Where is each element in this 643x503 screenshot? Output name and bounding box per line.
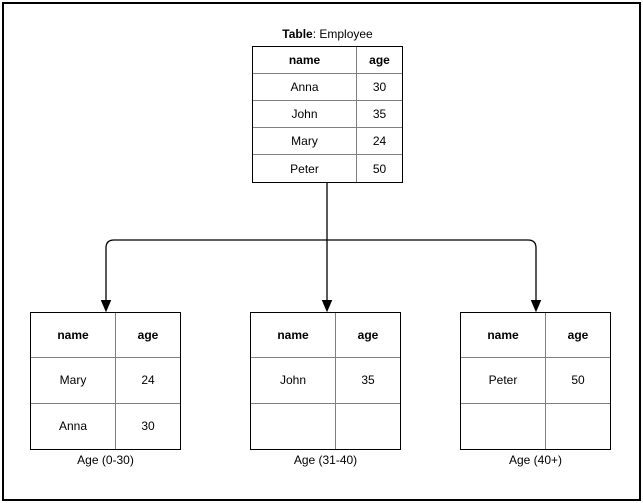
partition-table-age-40plus: name age Peter 50	[460, 312, 611, 450]
source-table-title-label: Table	[282, 27, 313, 41]
column-header-name: name	[31, 313, 116, 359]
table-cell: Mary	[31, 358, 116, 404]
column-header-name: name	[461, 313, 546, 359]
column-header-name: name	[251, 313, 336, 359]
table-cell	[461, 403, 546, 449]
table-cell	[546, 404, 610, 449]
partition-caption-age-31-40: Age (31-40)	[293, 453, 358, 467]
table-cell: 50	[546, 358, 610, 404]
table-cell: Peter	[461, 358, 546, 404]
table-cell	[336, 404, 400, 449]
arrow-line-left	[105, 239, 327, 301]
table-cell: 35	[336, 358, 400, 404]
table-cell: John	[253, 101, 357, 128]
arrowhead-left	[100, 300, 112, 313]
table-cell: 35	[357, 101, 402, 128]
table-cell: 24	[357, 128, 402, 155]
column-header-age: age	[336, 313, 400, 359]
table-cell: 24	[116, 358, 180, 404]
column-header-age: age	[546, 313, 610, 359]
table-cell: Anna	[253, 74, 357, 101]
arrowhead-middle	[321, 300, 333, 313]
table-cell: Mary	[253, 128, 357, 155]
table-cell: Anna	[31, 403, 116, 449]
table-cell: 30	[141, 419, 155, 434]
arrow-line-right	[327, 239, 537, 301]
partition-table-age-0-30: name age Mary 24 Anna 30	[30, 312, 181, 450]
table-cell: Peter	[253, 155, 357, 182]
column-header-age: age	[357, 47, 402, 74]
column-header-age: age	[116, 313, 180, 359]
source-table-title: Table: Employee	[252, 26, 403, 42]
source-table-title-value: : Employee	[312, 27, 373, 41]
arrowhead-right	[530, 300, 542, 313]
employee-table: name age Anna 30 John 35 Mary 24 Peter 5…	[252, 46, 403, 183]
column-header-name: name	[253, 47, 357, 74]
partition-caption-age-0-30: Age (0-30)	[77, 453, 134, 467]
partition-table-age-31-40: name age John 35	[250, 312, 401, 450]
table-cell: 50	[372, 161, 387, 176]
table-cell: John	[251, 358, 336, 404]
table-cell: 30	[357, 74, 402, 101]
table-cell	[251, 403, 336, 449]
partition-caption-age-40plus: Age (40+)	[508, 453, 563, 467]
